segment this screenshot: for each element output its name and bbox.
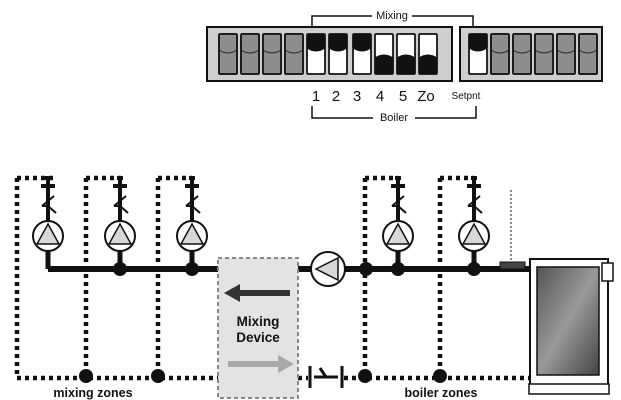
check-valve <box>308 366 344 388</box>
dip-switch-panel: Mixing 1 2 3 4 5 Zo Setpnt Boiler <box>206 8 603 125</box>
switch-label-4: 4 <box>376 88 384 105</box>
mixing-device-box <box>217 257 299 399</box>
return-junction <box>79 369 93 383</box>
boiler-label-bg <box>373 111 415 125</box>
mixing-device-label-line1: Mixing <box>237 314 280 329</box>
boiler-flue <box>601 262 614 282</box>
dip-switch-8 <box>374 33 394 75</box>
boiler-zones-label: boiler zones <box>405 386 478 400</box>
zone-pump-assembly-4 <box>382 176 414 252</box>
supply-junction <box>467 262 481 276</box>
supply-junction <box>359 262 373 276</box>
dip-switch-4 <box>284 33 304 75</box>
return-junction <box>358 369 372 383</box>
zone-assemblies <box>32 176 490 252</box>
system-pump <box>310 251 346 287</box>
supply-junctions <box>113 262 481 276</box>
return-junction <box>433 369 447 383</box>
arrow-dark-left <box>224 284 290 302</box>
switch-label-zo: Zo <box>417 88 435 105</box>
dip-switch-r4 <box>534 33 554 75</box>
supply-junction <box>185 262 199 276</box>
dip-switch-r6 <box>578 33 598 75</box>
dip-switch-3 <box>262 33 282 75</box>
mixing-label-bg <box>372 8 412 22</box>
arrow-light-right <box>228 355 294 373</box>
dip-switch-9 <box>396 33 416 75</box>
return-junction <box>151 369 165 383</box>
dip-switch-5 <box>306 33 326 75</box>
supply-junction <box>391 262 405 276</box>
dip-switch-7 <box>352 33 372 75</box>
left-switch-row <box>218 33 438 75</box>
dip-switch-r5 <box>556 33 576 75</box>
mixing-zones-label: mixing zones <box>53 386 132 400</box>
boiler-inner <box>536 266 600 376</box>
dip-switch-r2 <box>490 33 510 75</box>
zone-pump-assembly-5 <box>458 176 490 252</box>
dip-switch-6 <box>328 33 348 75</box>
right-switch-row <box>468 33 598 75</box>
boiler-base <box>528 383 610 395</box>
dip-switch-r1 <box>468 33 488 75</box>
supply-junction <box>113 262 127 276</box>
piping-layout: Mixing Device mixing zones boiler zones <box>14 175 614 400</box>
switch-label-5: 5 <box>399 88 407 105</box>
dip-switch-1 <box>218 33 238 75</box>
mixing-device-label-line2: Device <box>236 330 280 345</box>
mixing-device: Mixing Device <box>217 257 299 399</box>
switch-label-1: 1 <box>312 88 320 105</box>
sensor-block <box>499 261 526 270</box>
switch-label-3: 3 <box>353 88 361 105</box>
zone-pump-assembly-1 <box>32 176 64 252</box>
return-junctions <box>79 369 447 383</box>
dip-switch-2 <box>240 33 260 75</box>
switch-label-2: 2 <box>332 88 340 105</box>
dip-switch-r3 <box>512 33 532 75</box>
zone-pump-assembly-2 <box>104 176 136 252</box>
mixing-label: Mixing <box>376 10 408 22</box>
boiler-label: Boiler <box>380 112 408 124</box>
dip-switch-10 <box>418 33 438 75</box>
zone-pump-assembly-3 <box>176 176 208 252</box>
boiler <box>528 258 614 395</box>
setpoint-label: Setpnt <box>452 91 481 102</box>
